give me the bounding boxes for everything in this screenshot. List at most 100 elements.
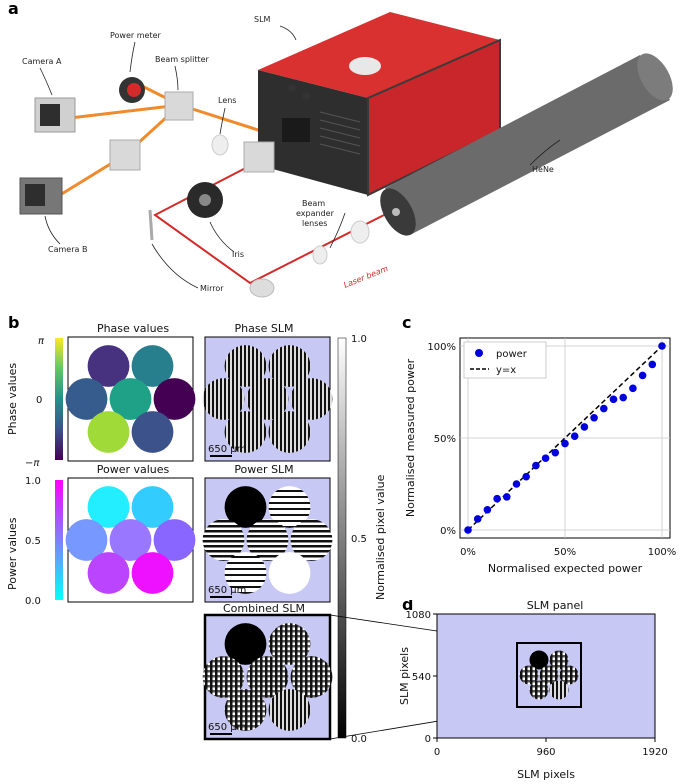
power-value-spot-6 bbox=[87, 552, 130, 594]
label-mirror: Mirror bbox=[200, 284, 224, 293]
x-tick-label: 100% bbox=[648, 547, 677, 558]
legend-power-marker bbox=[475, 349, 483, 357]
gray-tick-1: 1.0 bbox=[351, 334, 367, 345]
panel-d-ylabel: SLM pixels bbox=[400, 647, 411, 705]
inset-spot-3 bbox=[519, 665, 539, 685]
gray-tick-05: 0.5 bbox=[351, 534, 367, 545]
d-y-tick-label: 540 bbox=[412, 672, 431, 683]
panel-c-xlabel: Normalised expected power bbox=[488, 562, 643, 575]
phase-slm-spots bbox=[202, 345, 333, 453]
power-tick-0: 0.0 bbox=[25, 596, 41, 607]
legend-yx-label: y=x bbox=[496, 365, 516, 376]
power-point bbox=[561, 439, 569, 448]
expander-lens-2 bbox=[350, 220, 370, 244]
phase-slm-spot-3 bbox=[202, 378, 245, 420]
power-slm-spot-3 bbox=[202, 519, 245, 561]
power-point bbox=[522, 472, 530, 481]
phase-colorbar-label: Phase values bbox=[6, 363, 19, 435]
x-tick-label: 0% bbox=[460, 547, 476, 558]
phase-value-spot-7 bbox=[131, 411, 174, 453]
power-point bbox=[473, 515, 482, 523]
panel-a-setup: a bbox=[8, 0, 673, 298]
title-power-values: Power values bbox=[97, 463, 170, 476]
panel-b-slm-patterns: b π 0 −π Phase values 1.0 0.5 0.0 Power … bbox=[6, 313, 387, 745]
combined-slm-spot-6 bbox=[224, 689, 267, 731]
power-point bbox=[638, 371, 647, 380]
power-point bbox=[609, 395, 618, 404]
label-hene: HeNe bbox=[532, 165, 554, 174]
y-tick-label: 0% bbox=[440, 526, 456, 537]
gray-colorbar bbox=[337, 337, 347, 739]
power-slm-scale-label: 650 µm bbox=[208, 585, 246, 596]
phase-value-spot-1 bbox=[87, 345, 130, 387]
power-point bbox=[512, 480, 521, 488]
label-beam-splitter: Beam splitter bbox=[155, 55, 210, 64]
power-point bbox=[551, 448, 560, 457]
power-colorbar bbox=[55, 480, 63, 600]
power-slm-spot-1 bbox=[224, 486, 267, 528]
power-value-spot-2 bbox=[131, 486, 174, 528]
power-tick-05: 0.5 bbox=[25, 536, 41, 547]
label-power-meter: Power meter bbox=[110, 31, 162, 40]
slm-device bbox=[258, 12, 501, 197]
power-slm-spots bbox=[202, 486, 333, 594]
gray-colorbar-label: Normalised pixel value bbox=[374, 474, 387, 600]
label-camera-a: Camera A bbox=[22, 57, 62, 66]
phase-slm-spot-7 bbox=[268, 411, 311, 453]
power-value-spot-5 bbox=[153, 519, 196, 561]
phase-value-spot-4 bbox=[109, 378, 152, 420]
inset-spot-7 bbox=[549, 680, 569, 700]
phase-tick-minus-pi: −π bbox=[25, 458, 40, 469]
panel-a-letter: a bbox=[8, 0, 19, 18]
expander-lens-1 bbox=[312, 245, 328, 265]
y-tick-label: 50% bbox=[434, 434, 456, 445]
panel-b-letter: b bbox=[8, 313, 19, 332]
power-point bbox=[658, 342, 666, 350]
panel-d-letter: d bbox=[402, 600, 413, 614]
panel-c-legend: power y=x bbox=[463, 341, 547, 379]
panel-d-title: SLM panel bbox=[527, 600, 584, 612]
hene-laser bbox=[380, 53, 673, 236]
phase-tick-pi: π bbox=[38, 336, 45, 347]
d-x-tick-label: 0 bbox=[434, 747, 440, 758]
phase-slm-spot-6 bbox=[224, 411, 267, 453]
inset-spot-4 bbox=[539, 665, 559, 685]
panel-c-ticks: 0%0%50%50%100%100% bbox=[427, 342, 676, 558]
inset-spot-1 bbox=[529, 650, 549, 670]
power-point bbox=[493, 494, 501, 503]
power-slm-spot-6 bbox=[224, 552, 267, 594]
phase-tick-0: 0 bbox=[36, 395, 42, 406]
title-power-slm: Power SLM bbox=[234, 463, 293, 476]
phase-slm-spot-5 bbox=[290, 378, 333, 420]
d-y-tick-label: 0 bbox=[425, 734, 431, 745]
power-colorbar-label: Power values bbox=[6, 517, 19, 590]
power-point bbox=[648, 360, 657, 369]
power-point bbox=[503, 493, 511, 501]
panel-d-xlabel: SLM pixels bbox=[517, 768, 575, 781]
title-phase-slm: Phase SLM bbox=[235, 322, 294, 335]
label-iris: Iris bbox=[232, 250, 244, 259]
power-slm-spot-2 bbox=[268, 486, 311, 528]
power-value-spot-7 bbox=[131, 552, 174, 594]
label-slm: SLM bbox=[254, 15, 271, 24]
power-point bbox=[590, 413, 598, 422]
phase-slm-spot-1 bbox=[224, 345, 267, 387]
power-point bbox=[619, 393, 627, 402]
power-point bbox=[464, 526, 472, 534]
phase-value-spot-5 bbox=[153, 378, 196, 420]
power-slm-spot-7 bbox=[268, 552, 311, 594]
phase-values-spots bbox=[65, 345, 196, 453]
mirror-flat bbox=[148, 209, 154, 241]
gray-tick-0: 0.0 bbox=[351, 734, 367, 745]
panel-d-inset-spots bbox=[519, 650, 579, 700]
label-lens: Lens bbox=[218, 96, 236, 105]
combined-slm-spot-1 bbox=[224, 623, 267, 665]
combined-slm-spot-2 bbox=[268, 623, 311, 665]
power-point bbox=[600, 404, 608, 413]
power-values-spots bbox=[65, 486, 196, 594]
x-tick-label: 50% bbox=[554, 547, 576, 558]
phase-slm-spot-4 bbox=[246, 378, 289, 420]
iris bbox=[187, 182, 223, 218]
